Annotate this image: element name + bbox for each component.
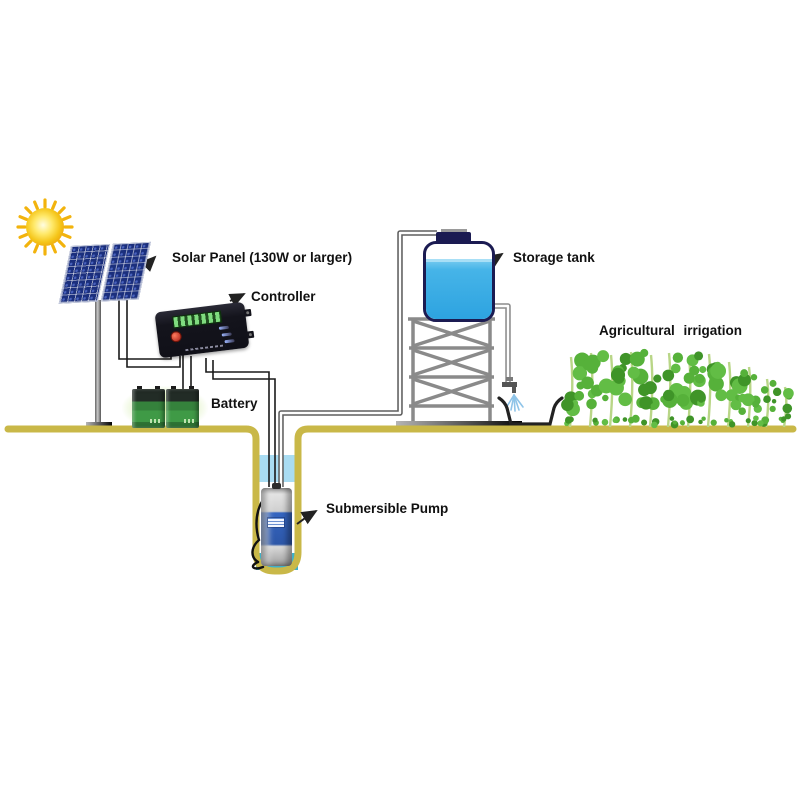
submersible-pump-label: Submersible Pump	[326, 501, 449, 516]
sun-icon	[16, 198, 74, 256]
solar-panel	[58, 241, 151, 304]
battery-unit	[132, 386, 165, 428]
solar-panel-pole	[86, 300, 112, 432]
battery-label: Battery	[211, 396, 258, 411]
pump-nameplate	[268, 518, 284, 527]
tank-water	[426, 259, 492, 319]
controller-display	[172, 310, 223, 329]
controller-led	[224, 339, 235, 344]
tap-icon	[502, 377, 517, 393]
tank-cap-handle	[441, 229, 467, 232]
crops	[561, 348, 794, 429]
water-basin	[497, 396, 564, 426]
storage-tank	[423, 241, 495, 322]
agricultural-irrigation-label: Agricultural irrigation	[599, 323, 743, 338]
ground-and-well	[4, 425, 797, 575]
submersible-pump	[261, 483, 292, 566]
controller-led	[221, 332, 232, 337]
storage-tank-label: Storage tank	[513, 250, 595, 265]
tank-cap	[436, 232, 471, 243]
controller-label: Controller	[251, 289, 316, 304]
controller-arrow	[228, 293, 246, 307]
battery-unit	[166, 386, 199, 428]
controller-caption	[185, 344, 226, 352]
battery-marking	[150, 419, 162, 423]
battery-marking	[184, 419, 196, 423]
solar-panel-label: Solar Panel (130W or larger)	[172, 250, 353, 265]
controller-mount-tab	[246, 330, 255, 339]
controller-button	[169, 330, 183, 343]
controller-led	[218, 325, 230, 330]
controller-mount-tab	[243, 308, 252, 317]
submersible-pump-arrow	[296, 509, 318, 525]
tank-tower	[408, 317, 495, 424]
